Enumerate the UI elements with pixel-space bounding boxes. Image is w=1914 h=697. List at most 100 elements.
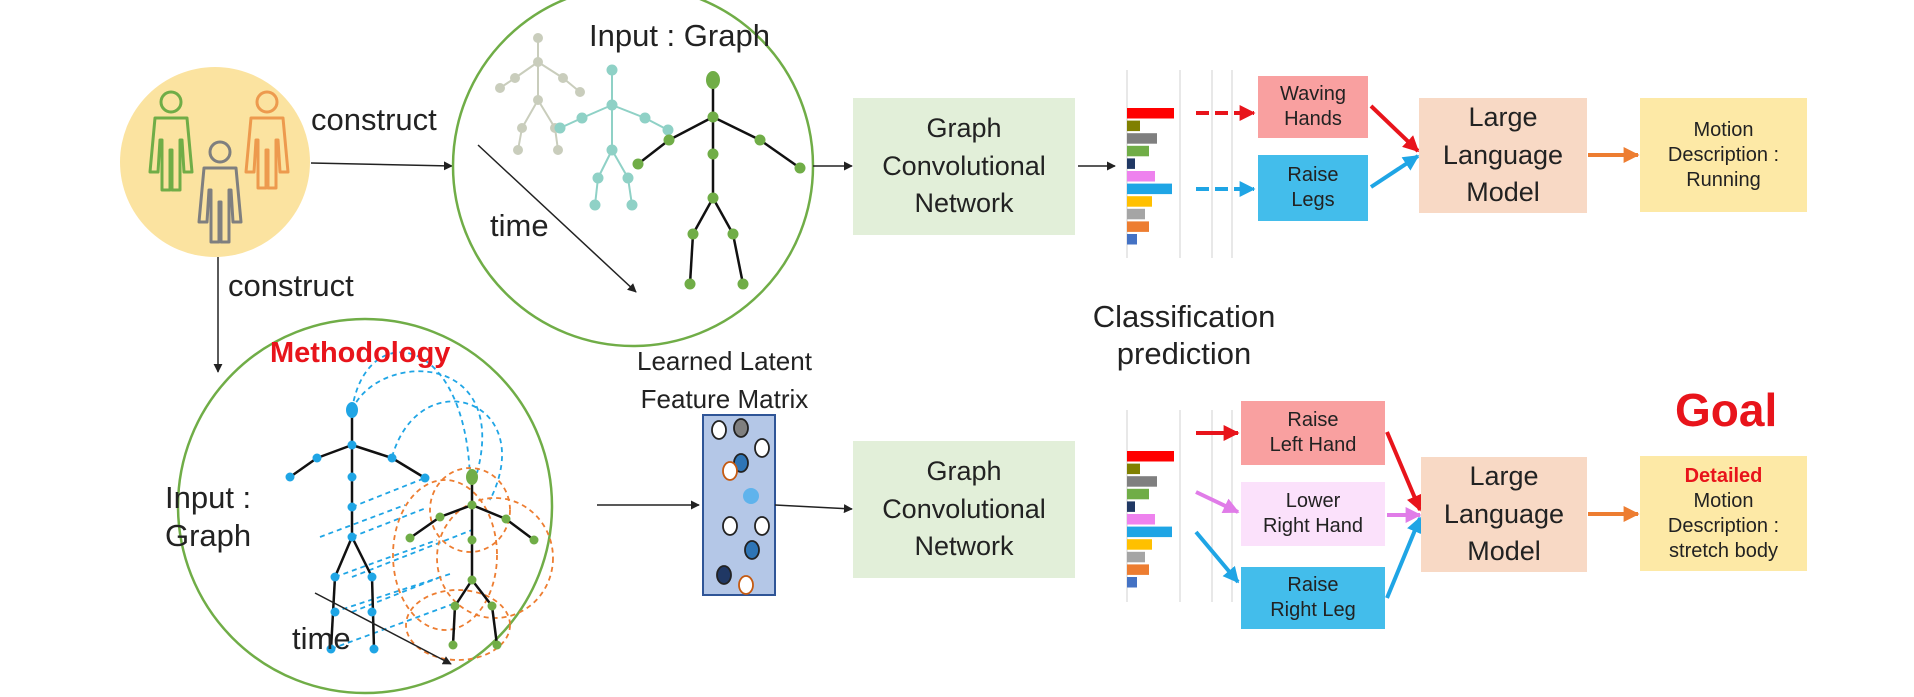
classification-line-1: Classification [1092,299,1276,334]
person-icon-orange [244,90,290,190]
bottom-llm-box: Large Language Model [1421,457,1587,572]
class-raise-legs: Raise Legs [1258,155,1368,221]
top-llm-box: Large Language Model [1419,98,1587,213]
class-lower-right-hand: Lower Right Hand [1241,482,1385,546]
faded-skeleton-gray [495,33,585,155]
top-output-line-1: Motion [1693,118,1754,141]
skeleton-graph-green-bottom [405,469,539,650]
histogram-bar [1127,145,1149,157]
bottom-output-line-2: Description : [1667,514,1780,537]
histogram-bar [1127,463,1140,475]
classification-prediction-label: Classification prediction [1084,298,1284,372]
top-output-box: Motion Description : Running [1640,98,1807,212]
construct-label-bottom: construct [228,268,354,303]
top-input-graph [451,0,815,348]
person-icon-green [148,90,194,192]
bottom-output-line-1: Motion [1693,489,1754,512]
histogram-bar [1127,171,1155,182]
latent-label-line-1: Learned Latent [637,346,812,376]
time-label-bottom: time [292,621,351,656]
bottom-gcn-line-2: Convolutional [882,493,1046,524]
construct-arrow-top [310,161,453,171]
class-raise-legs-line-1: Raise [1287,164,1339,186]
bottom-classification-histogram [1126,410,1233,602]
skeleton-graph-green [632,71,806,290]
top-llm-line-1: Large [1468,101,1538,132]
histogram-bar [1127,577,1137,588]
top-gcn-line-2: Convolutional [882,150,1046,181]
bottom-blue-to-llm-arrow [1385,516,1422,599]
class-raise-left-hand: Raise Left Hand [1241,401,1385,465]
class-raise-right-leg-line-1: Raise [1287,574,1339,596]
time-arrow-bottom [314,592,452,665]
bottom-llm-line-2: Language [1443,498,1565,529]
methodology-label: Methodology [270,337,451,369]
bottom-blue-arrow [1194,530,1240,584]
class-raise-right-leg-line-2: Right Leg [1270,599,1356,621]
matrix-to-gcn-arrow [774,504,853,514]
top-gcn-line-3: Network [914,188,1014,219]
goal-label: Goal [1675,384,1778,436]
faded-skeleton-teal [554,64,674,211]
histogram-bar [1127,183,1172,195]
class-waving-hands: Waving Hands [1258,76,1368,138]
top-llm-line-3: Model [1466,177,1540,208]
input-graph-label-bottom: Input : Graph [165,479,251,555]
skeleton-graph-blue [285,402,430,654]
temporal-blue-dashed-links [319,351,503,650]
people-group [120,67,310,257]
class-raise-left-hand-line-1: Raise [1287,409,1339,431]
latent-label-line-2: Feature Matrix [640,383,809,414]
top-red-to-llm-arrow [1369,104,1420,153]
histogram-bar [1127,514,1155,525]
bottom-gcn-line-3: Network [914,531,1014,562]
histogram-bar [1127,476,1157,487]
top-classification-histogram [1126,70,1233,258]
input-graph-label-top: Input : Graph [589,18,770,53]
class-waving-hands-line-2: Hands [1284,108,1342,130]
top-llm-line-2: Language [1442,139,1564,170]
input-graph-line-2: Graph [165,517,252,553]
top-gcn-line-1: Graph [926,112,1002,143]
orange-dashed-groupings [392,467,554,661]
top-output-line-2: Description : [1667,143,1780,166]
input-graph-line-1: Input : [165,480,252,515]
time-label-top: time [490,208,549,243]
histogram-bar [1127,526,1172,538]
class-raise-right-leg: Raise Right Leg [1241,567,1385,629]
histogram-bar [1127,158,1135,169]
histogram-bar [1127,451,1174,462]
bottom-output-highlight: Detailed [1684,464,1763,487]
bottom-output-line-3: stretch body [1669,539,1778,562]
histogram-bar [1127,133,1157,144]
bottom-llm-line-1: Large [1469,460,1539,491]
histogram-bar [1127,221,1149,232]
bottom-input-graph [176,317,554,695]
bottom-gcn-line-1: Graph [926,455,1002,486]
top-output-line-3: Running [1686,168,1761,191]
bottom-llm-line-3: Model [1467,536,1541,567]
classification-line-2: prediction [1116,336,1252,372]
class-raise-left-hand-line-2: Left Hand [1269,434,1357,456]
construct-label-top: construct [311,102,437,137]
top-blue-to-llm-arrow [1369,154,1420,189]
class-waving-hands-line-1: Waving [1280,83,1346,105]
histogram-bar [1127,488,1149,500]
bottom-output-box: Detailed Motion Description : stretch bo… [1640,456,1807,571]
time-arrow-top [477,144,637,293]
histogram-bar [1127,234,1137,245]
class-raise-legs-line-2: Legs [1291,189,1335,211]
person-icon-gray [197,140,243,244]
bottom-red-to-llm-arrow [1385,431,1422,512]
top-gcn-box: Graph Convolutional Network [853,98,1075,235]
histogram-bar [1127,196,1152,207]
histogram-bar [1127,501,1135,512]
histogram-bar [1127,120,1140,132]
histogram-bar [1127,564,1149,575]
class-lower-right-hand-line-1: Lower [1285,490,1341,512]
latent-matrix-label: Learned Latent Feature Matrix [637,343,812,418]
histogram-bar [1127,539,1152,550]
histogram-bar [1127,108,1174,119]
bottom-gcn-box: Graph Convolutional Network [853,441,1075,578]
